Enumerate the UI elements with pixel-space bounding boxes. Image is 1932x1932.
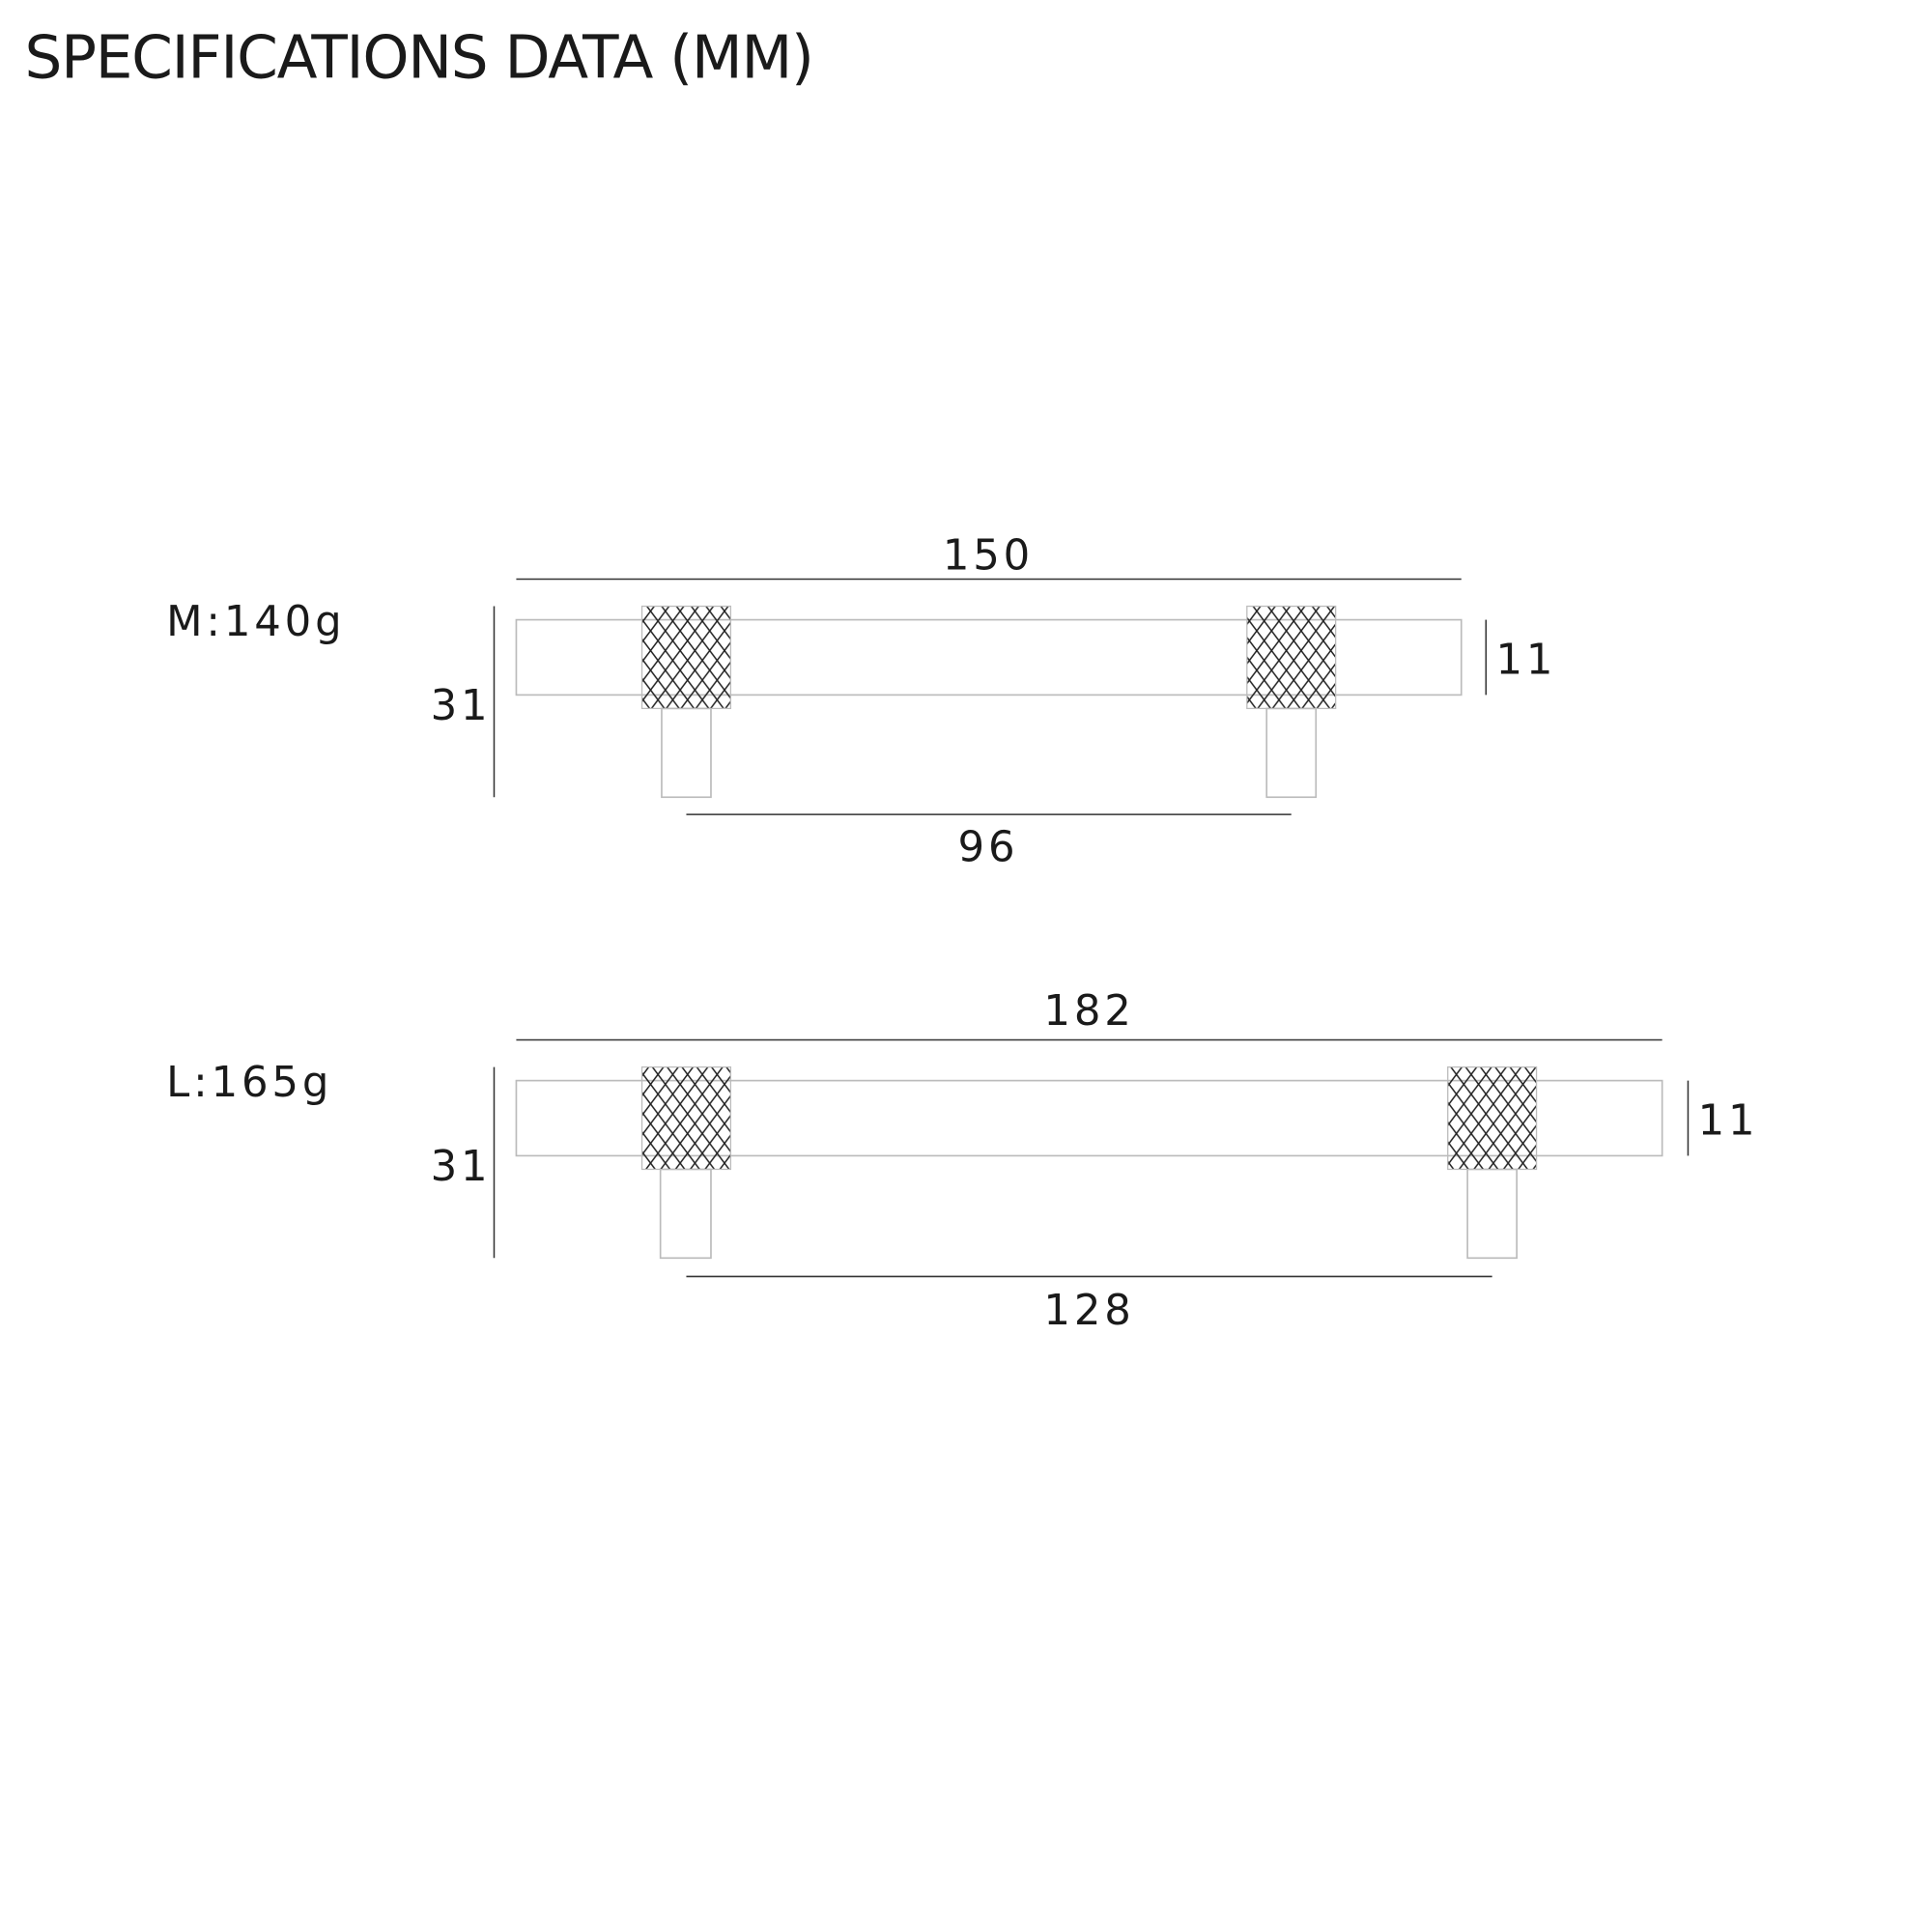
knurled-collar-left [640,1065,732,1171]
post-right [1265,707,1318,799]
knurled-collar-left [640,605,732,710]
handle-drawing-l: L:165g 182 31 11 128 [166,987,1759,1335]
knurled-collar-right [1246,605,1337,710]
knurled-collar-right [1447,1065,1538,1171]
height-label: 31 [431,1143,492,1191]
diameter-label: 11 [1495,637,1556,685]
post-left [661,707,712,799]
length-label: 182 [1043,987,1134,1036]
hole-spacing-label: 128 [1043,1287,1134,1335]
handle-drawing-m: M:140g 150 31 11 96 [166,531,1556,872]
hole-spacing-label: 96 [958,824,1019,872]
height-label: 31 [431,682,492,730]
weight-label: L:165g [166,1059,332,1107]
weight-label: M:140g [166,598,345,646]
page-title: SPECIFICATIONS DATA (MM) [25,23,813,92]
diameter-label: 11 [1698,1097,1759,1146]
post-right [1466,1168,1518,1260]
length-label: 150 [943,531,1034,580]
post-left [659,1168,712,1260]
